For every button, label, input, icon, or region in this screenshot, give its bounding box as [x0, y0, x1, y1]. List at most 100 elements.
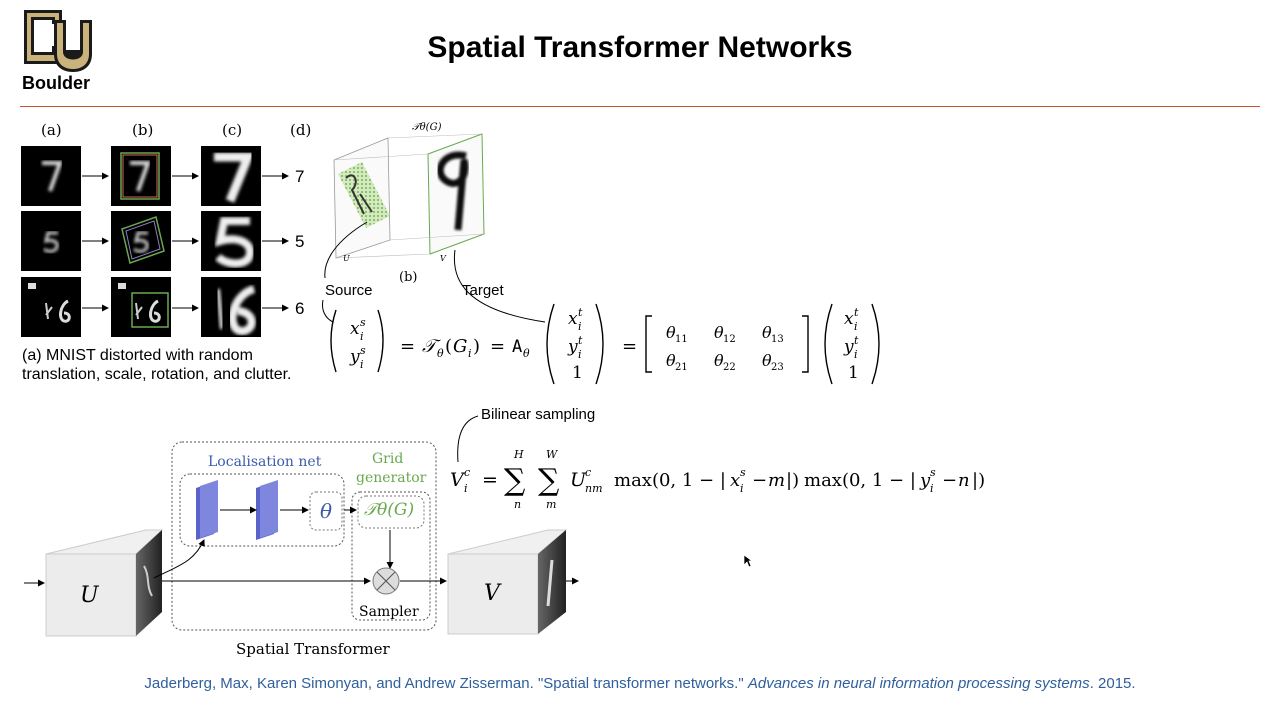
svg-text:|): |)	[972, 470, 985, 491]
svg-text:s: s	[360, 344, 366, 357]
svg-text:s: s	[360, 316, 366, 329]
svg-text:i: i	[360, 330, 364, 343]
svg-text:x: x	[844, 309, 854, 329]
svg-text:=: =	[490, 336, 505, 357]
title-divider	[20, 106, 1260, 107]
svg-text:t: t	[854, 306, 859, 319]
svg-text:12: 12	[723, 334, 736, 345]
column-label-c: (c)	[222, 121, 243, 139]
citation: Jaderberg, Max, Karen Simonyan, and Andr…	[0, 675, 1280, 692]
svg-text:t: t	[578, 334, 583, 347]
svg-text:23: 23	[771, 362, 784, 373]
svg-text:y: y	[919, 470, 931, 491]
svg-text:n: n	[514, 498, 521, 511]
svg-text:nm: nm	[585, 482, 603, 495]
svg-text:x: x	[730, 470, 740, 491]
column-label-b: (b)	[132, 121, 154, 139]
svg-text:s: s	[930, 466, 936, 479]
svg-text:i: i	[578, 320, 582, 333]
svg-text:A: A	[512, 337, 522, 357]
svg-text:θ: θ	[714, 351, 724, 370]
svg-text:): )	[473, 336, 480, 357]
svg-text:y: y	[567, 337, 578, 357]
svg-text:i: i	[740, 482, 744, 495]
svg-text:1: 1	[572, 363, 583, 383]
svg-text:−: −	[942, 470, 957, 491]
svg-text:max(0, 1 − |: max(0, 1 − |	[804, 470, 916, 491]
architecture-diagram	[24, 441, 579, 637]
svg-text:max(0, 1 − |: max(0, 1 − |	[614, 470, 726, 491]
svg-text:i: i	[464, 482, 468, 495]
sampler-label: Sampler	[359, 604, 419, 620]
svg-text:c: c	[464, 466, 470, 479]
transform-label: 𝒯θ(G)	[412, 122, 442, 133]
svg-text:x: x	[350, 319, 360, 339]
source-label: Source	[325, 282, 373, 299]
svg-text:m: m	[768, 470, 785, 491]
svg-text:t: t	[578, 306, 583, 319]
bilinear-label: Bilinear sampling	[481, 406, 596, 423]
svg-text:U: U	[570, 469, 587, 491]
spatial-transformer-caption: Spatial Transformer	[236, 640, 390, 658]
transform-symbol: 𝒯θ(G)	[364, 500, 415, 520]
grid-sub-label: (b)	[399, 270, 418, 285]
svg-text:y: y	[349, 347, 360, 367]
svg-text:θ: θ	[762, 351, 772, 370]
output-digit-6: 6	[295, 299, 305, 318]
target-label: Target	[462, 282, 504, 299]
svg-text:m: m	[546, 498, 556, 511]
svg-text:n: n	[958, 470, 970, 491]
bilinear-callout	[457, 415, 479, 463]
input-u-label: U	[80, 583, 99, 608]
svg-text:i: i	[468, 347, 472, 360]
svg-text:θ: θ	[523, 347, 530, 360]
mnist-row-7	[21, 146, 289, 206]
output-digit-5: 5	[295, 232, 305, 251]
svg-text:i: i	[930, 482, 934, 495]
output-v-label: V	[484, 581, 500, 606]
svg-text:θ: θ	[666, 351, 676, 370]
grid-v-label: V	[440, 254, 446, 263]
svg-text:c: c	[585, 466, 591, 479]
mnist-row-5	[21, 211, 289, 271]
svg-text:W: W	[546, 448, 559, 461]
svg-text:(: (	[445, 336, 452, 357]
mnist-caption: (a) MNIST distorted with random translat…	[22, 346, 342, 384]
svg-text:|): |)	[786, 470, 799, 491]
svg-text:t: t	[854, 334, 859, 347]
svg-text:G: G	[453, 336, 467, 357]
page-title: Spatial Transformer Networks	[427, 31, 853, 64]
cu-logo	[18, 6, 98, 98]
svg-text:13: 13	[771, 334, 784, 345]
svg-text:i: i	[578, 348, 582, 361]
localisation-net-label: Localisation net	[208, 454, 322, 470]
output-digit-7: 7	[295, 167, 305, 186]
svg-text:θ: θ	[714, 323, 724, 342]
logo-text: Boulder	[22, 73, 91, 93]
svg-text:y: y	[843, 337, 854, 357]
svg-text:x: x	[568, 309, 578, 329]
svg-text:θ: θ	[666, 323, 676, 342]
citation-venue: Advances in neural information processin…	[747, 675, 1090, 692]
svg-text:∑: ∑	[504, 463, 526, 498]
svg-text:s: s	[740, 466, 746, 479]
mnist-row-6	[21, 277, 289, 337]
svg-text:H: H	[513, 448, 524, 461]
column-label-a: (a)	[41, 121, 62, 139]
svg-text:22: 22	[723, 362, 736, 373]
citation-authors: Jaderberg, Max, Karen Simonyan, and Andr…	[144, 675, 748, 692]
caption-line-2: translation, scale, rotation, and clutte…	[22, 366, 292, 383]
grid-label-line-2: generator	[356, 470, 427, 486]
mouse-cursor-icon	[743, 554, 753, 568]
column-label-d: (d)	[290, 121, 312, 139]
svg-text:11: 11	[675, 334, 688, 345]
grid-u-label: U	[343, 254, 350, 263]
svg-text:∑: ∑	[538, 463, 560, 498]
source-target-callouts	[322, 221, 546, 323]
grid-label-line-1: Grid	[372, 451, 404, 467]
svg-text:=: =	[482, 469, 498, 491]
svg-text:i: i	[360, 358, 364, 371]
svg-text:=: =	[400, 336, 415, 357]
